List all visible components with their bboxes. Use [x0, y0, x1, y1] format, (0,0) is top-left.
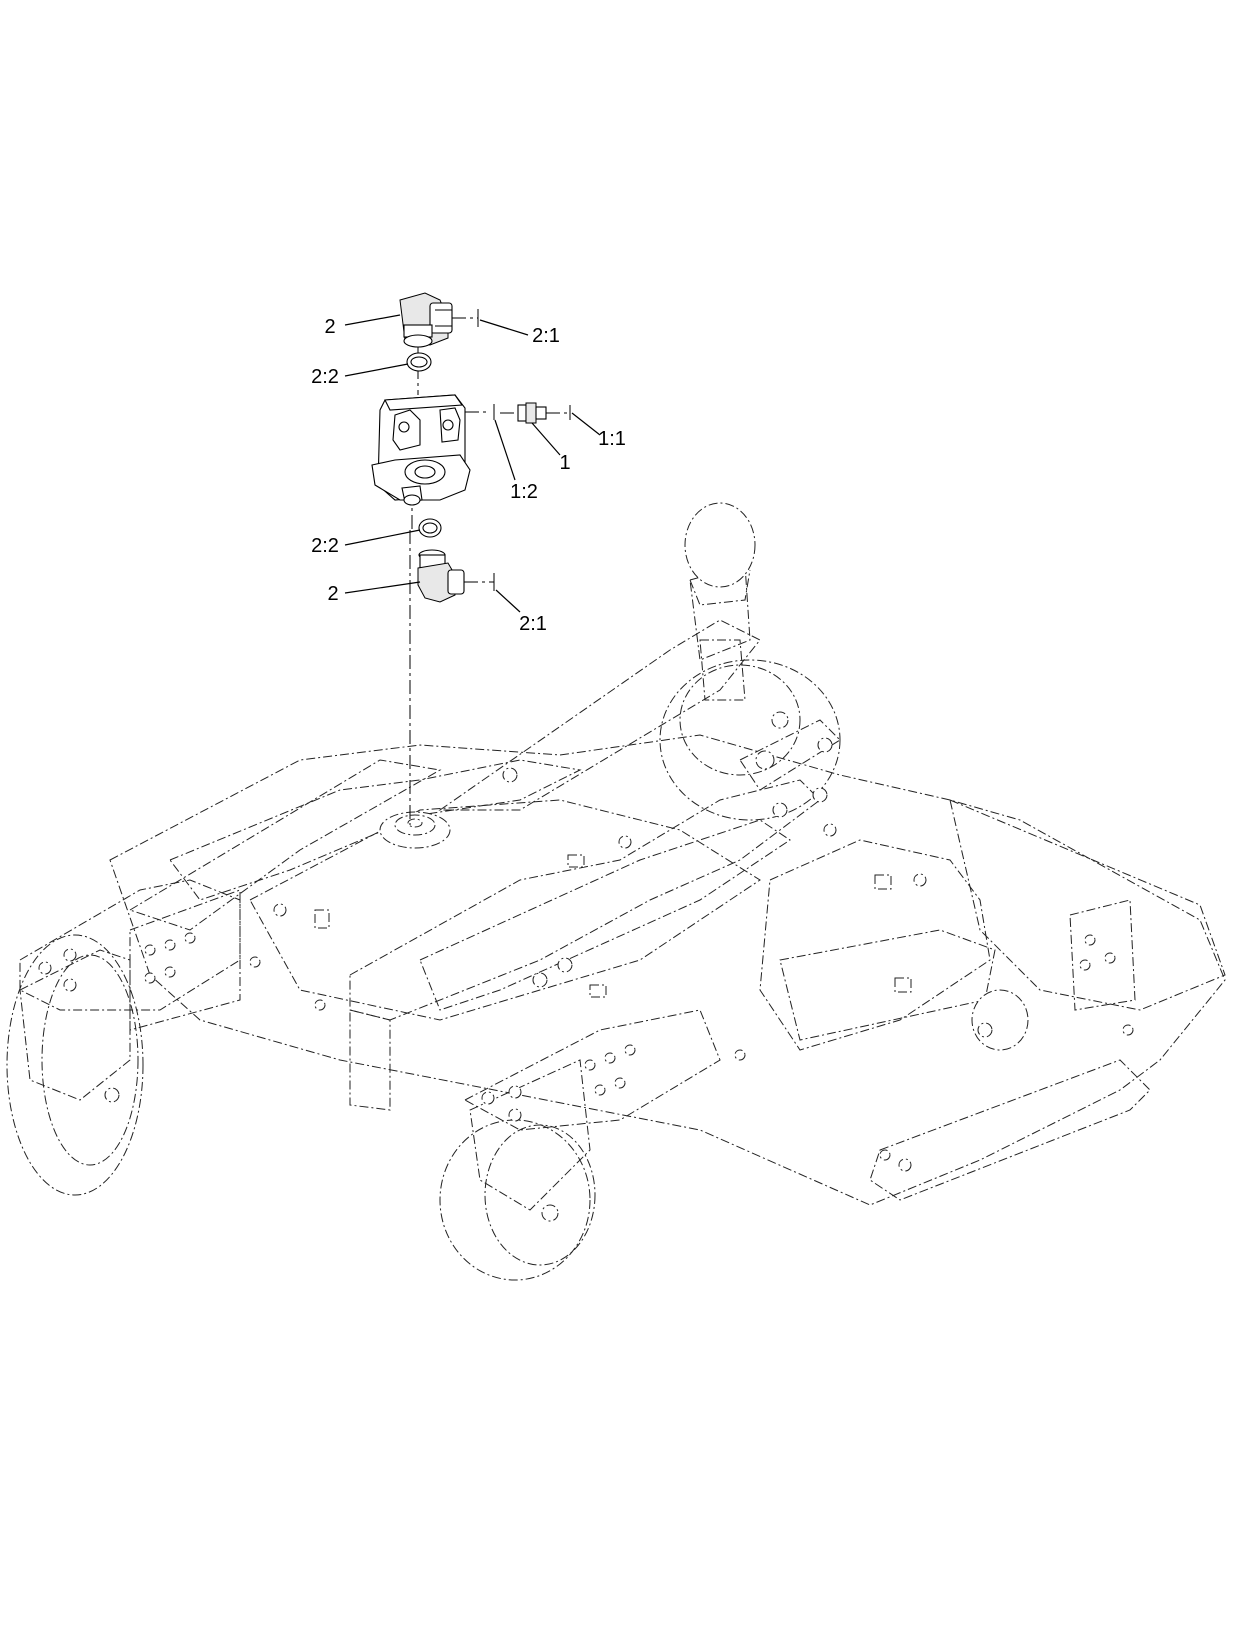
callout-2-1-upper: 2:1 [532, 325, 560, 347]
upper-oring [406, 352, 432, 372]
callout-2-1-lower: 2:1 [519, 613, 547, 635]
callout-1-2: 1:2 [510, 481, 538, 503]
lower-elbow-fitting [417, 549, 495, 603]
callout-2-2-upper: 2:2 [311, 366, 339, 388]
hydraulic-motor [371, 394, 490, 506]
callout-1: 1 [559, 452, 570, 474]
mower-deck-ghost [6, 502, 1226, 1281]
upper-elbow-fitting [399, 292, 479, 348]
callout-2-upper: 2 [324, 316, 335, 338]
callout-2-lower: 2 [327, 583, 338, 605]
callout-1-1: 1:1 [598, 428, 626, 450]
callout-2-2-lower: 2:2 [311, 535, 339, 557]
leader-lines [344, 314, 601, 613]
straight-fitting [500, 402, 568, 424]
lower-oring [418, 518, 442, 538]
